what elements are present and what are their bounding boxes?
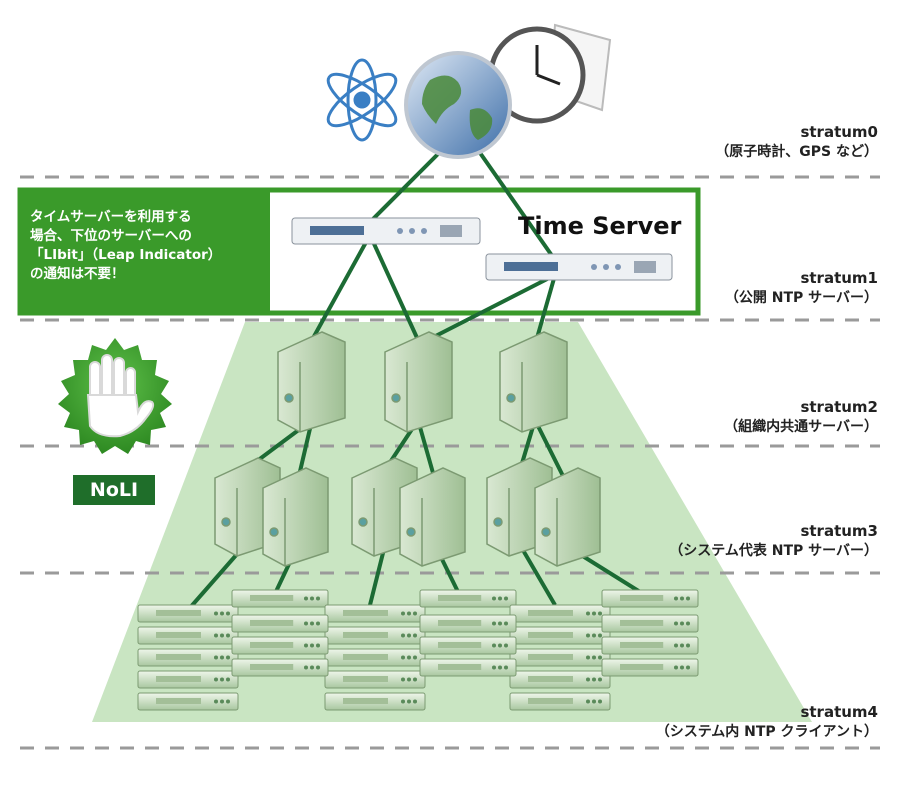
note-line: の通知は不要！ <box>30 266 125 282</box>
rack-server <box>324 670 426 689</box>
rack-server <box>509 626 611 645</box>
tower-server <box>277 331 346 433</box>
rack-server <box>137 626 239 645</box>
tower-server <box>534 467 601 567</box>
stratum2-name: stratum2 <box>800 398 878 416</box>
note-line: 場合、下位のサーバーへの <box>30 228 192 244</box>
stratum3-desc: （システム代表 NTP サーバー） <box>669 543 878 559</box>
note-line: タイムサーバーを利用する <box>30 209 192 225</box>
stratum4-racks <box>137 589 699 711</box>
stratum1-desc: （公開 NTP サーバー） <box>724 290 878 306</box>
rack-server <box>137 670 239 689</box>
rack-server <box>509 648 611 667</box>
stratum0-desc: （原子時計、GPS など） <box>715 144 878 160</box>
rack-server <box>137 648 239 667</box>
server-towers <box>214 331 601 567</box>
note-text: タイムサーバーを利用する 場合、下位のサーバーへの 「LIbit」（Leap I… <box>30 208 262 284</box>
tower-server <box>262 467 329 567</box>
rack-server <box>601 658 699 677</box>
clock-icon <box>488 23 612 124</box>
rack-server <box>324 648 426 667</box>
noli-badge <box>58 338 172 507</box>
rack-server <box>231 614 329 633</box>
rack-server <box>231 636 329 655</box>
rack-server <box>231 658 329 677</box>
note-box <box>20 190 270 313</box>
rack-server <box>324 692 426 711</box>
stratum3-name: stratum3 <box>800 522 878 540</box>
rack-server <box>231 589 329 608</box>
tower-server <box>399 467 466 567</box>
globe-icon <box>404 51 512 159</box>
rack-server <box>419 636 517 655</box>
stratum3-label: stratum3 （システム代表 NTP サーバー） <box>669 521 878 561</box>
rack-server <box>137 604 239 623</box>
rack-server <box>419 658 517 677</box>
rack-server <box>419 589 517 608</box>
stratum4-desc: （システム内 NTP クライアント） <box>655 724 878 740</box>
stratum2-desc: （組織内共通サーバー） <box>724 419 878 435</box>
rack-server <box>137 692 239 711</box>
stratum1-rack-2 <box>485 253 673 281</box>
stratum0-label: stratum0 （原子時計、GPS など） <box>715 122 878 162</box>
time-server-title: Time Server <box>518 212 682 240</box>
rack-server <box>419 614 517 633</box>
rack-server <box>509 692 611 711</box>
stratum2-label: stratum2 （組織内共通サーバー） <box>724 397 878 437</box>
stratum4-label: stratum4 （システム内 NTP クライアント） <box>656 702 878 742</box>
rack-server <box>601 589 699 608</box>
stratum1-name: stratum1 <box>800 269 878 287</box>
tower-server <box>499 331 568 433</box>
note-line: 「LIbit」（Leap Indicator） <box>30 247 222 263</box>
rack-server <box>509 604 611 623</box>
rack-server <box>324 626 426 645</box>
stratum4-name: stratum4 <box>800 703 878 721</box>
rack-server <box>324 604 426 623</box>
rack-server <box>601 614 699 633</box>
atom-icon <box>326 58 398 142</box>
stratum1-label: stratum1 （公開 NTP サーバー） <box>725 268 878 308</box>
rack-server <box>601 636 699 655</box>
stratum0-name: stratum0 <box>800 123 878 141</box>
hand-icon <box>86 354 155 438</box>
rack-server <box>509 670 611 689</box>
tower-server <box>384 331 453 433</box>
stratum1-rack-1 <box>291 217 481 245</box>
badge-text: NoLI <box>89 479 139 501</box>
badge-label-bg <box>71 473 157 507</box>
